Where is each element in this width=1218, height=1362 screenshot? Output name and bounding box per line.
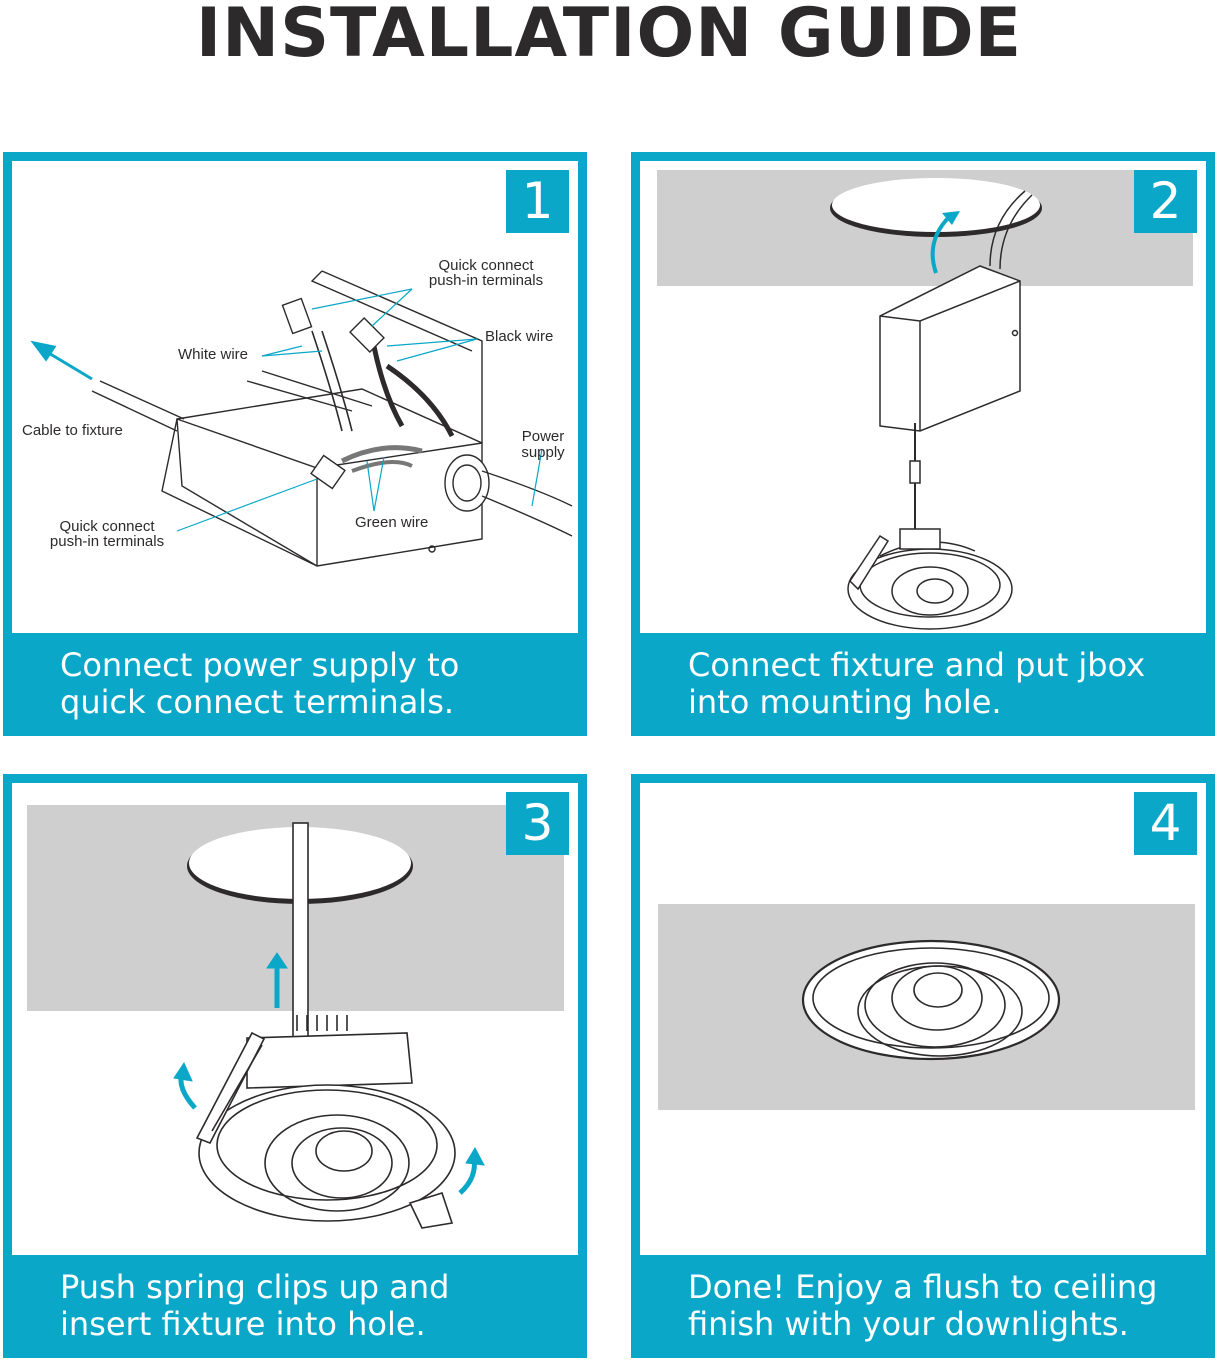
step-4-caption: Done! Enjoy a flush to ceiling finish wi… [688, 1268, 1158, 1343]
label-black-wire: Black wire [485, 328, 553, 345]
step-4-illustration: 4 [640, 783, 1206, 1255]
finished-downlight-illustration [658, 904, 1195, 1110]
jbox-into-hole-illustration [657, 170, 1193, 630]
step-number-2: 2 [1134, 170, 1197, 233]
downlight-trim [801, 939, 1061, 1061]
step-number-3: 3 [506, 792, 569, 855]
insert-arrow-icon [930, 214, 952, 274]
step-2-illustration: 2 [640, 161, 1206, 633]
step-2-panel: 2 Connect fixture and put jbox into moun… [631, 152, 1215, 736]
spring-clips-illustration [27, 805, 564, 1229]
step-number-4: 4 [1134, 792, 1197, 855]
step-1-caption: Connect power supply to quick connect te… [60, 646, 460, 721]
step-1-panel: Quick connect push-in terminals White wi… [3, 152, 587, 736]
step-3-caption: Push spring clips up and insert fixture … [60, 1268, 450, 1343]
step-4-panel: 4 Done! Enjoy a flush to ceiling finish … [631, 774, 1215, 1358]
label-power-2: supply [521, 444, 565, 461]
label-power-1: Power [522, 428, 565, 445]
step-3-illustration: 3 [12, 783, 578, 1255]
mounting-hole [832, 178, 1040, 232]
label-green-wire: Green wire [355, 514, 428, 531]
step-2-caption: Connect fixture and put jbox into mounti… [688, 646, 1146, 721]
label-cable-to-fixture: Cable to fixture [22, 422, 123, 439]
label-white-wire: White wire [178, 346, 248, 363]
label-quick-connect-bottom-1: Quick connect [59, 518, 155, 535]
step-number-1: 1 [506, 170, 569, 233]
page-title: INSTALLATION GUIDE [195, 0, 1023, 73]
label-quick-connect-bottom-2: push-in terminals [50, 533, 164, 550]
label-quick-connect-top-2: push-in terminals [429, 272, 543, 289]
step-1-illustration: Quick connect push-in terminals White wi… [12, 161, 578, 633]
junction-box-wiring-diagram: Quick connect push-in terminals White wi… [22, 257, 573, 567]
step-3-panel: 3 Push spring clips up and insert fixtur… [3, 774, 587, 1358]
label-quick-connect-top-1: Quick connect [438, 257, 534, 274]
